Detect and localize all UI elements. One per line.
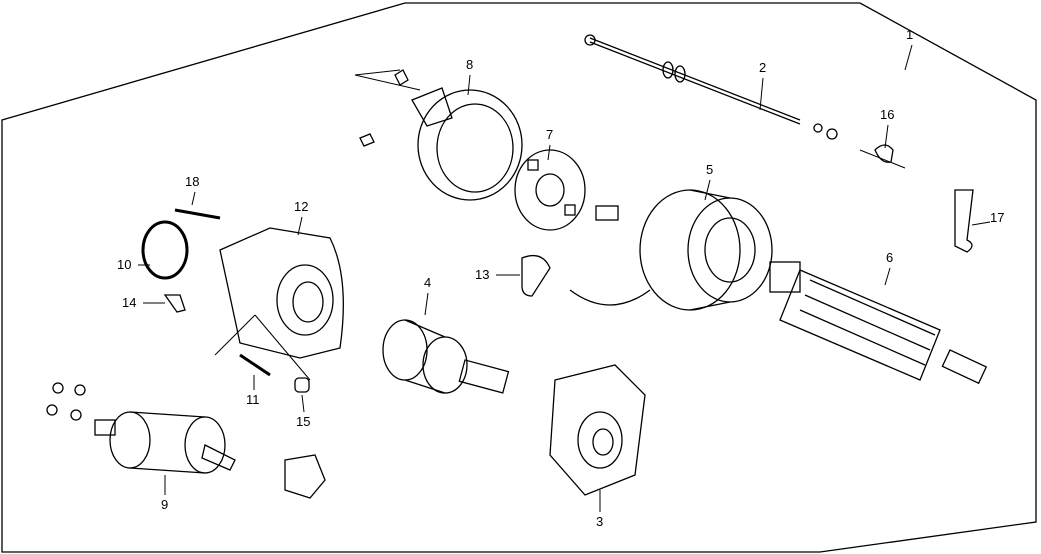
grommet-13 [521, 254, 551, 297]
bolt-18 [174, 208, 221, 220]
through-bolt [584, 34, 838, 140]
overrunning-clutch [382, 319, 510, 394]
front-housing [219, 227, 344, 359]
callout-3: 3 [596, 514, 604, 529]
bolt-11 [239, 353, 271, 377]
callout-7: 7 [546, 127, 554, 142]
leader-lines [138, 44, 991, 512]
clip-16 [874, 144, 894, 163]
callout-13: 13 [475, 267, 490, 282]
callout-2: 2 [759, 60, 767, 75]
yoke-field-coil [569, 189, 773, 311]
solenoid [46, 382, 236, 474]
callout-8: 8 [466, 57, 474, 72]
gear-housing [549, 364, 646, 496]
callout-18: 18 [185, 174, 200, 189]
callout-4: 4 [424, 275, 432, 290]
callout-17: 17 [990, 210, 1005, 225]
brush-assembly [284, 454, 326, 499]
plug-15 [294, 377, 310, 393]
callout-10: 10 [117, 257, 132, 272]
armature [769, 261, 988, 385]
brush-holder [514, 149, 586, 231]
callout-14: 14 [122, 295, 137, 310]
callout-11: 11 [246, 392, 260, 407]
rear-cover [359, 69, 523, 201]
callout-1: 1 [906, 27, 914, 42]
bracket-17 [954, 189, 974, 253]
callout-9: 9 [161, 497, 169, 512]
callout-12: 12 [294, 199, 309, 214]
callout-5: 5 [706, 162, 714, 177]
callout-6: 6 [886, 250, 894, 265]
o-ring-10 [141, 220, 189, 280]
lever-14 [163, 294, 186, 313]
callout-16: 16 [880, 107, 895, 122]
callout-15: 15 [296, 414, 311, 429]
